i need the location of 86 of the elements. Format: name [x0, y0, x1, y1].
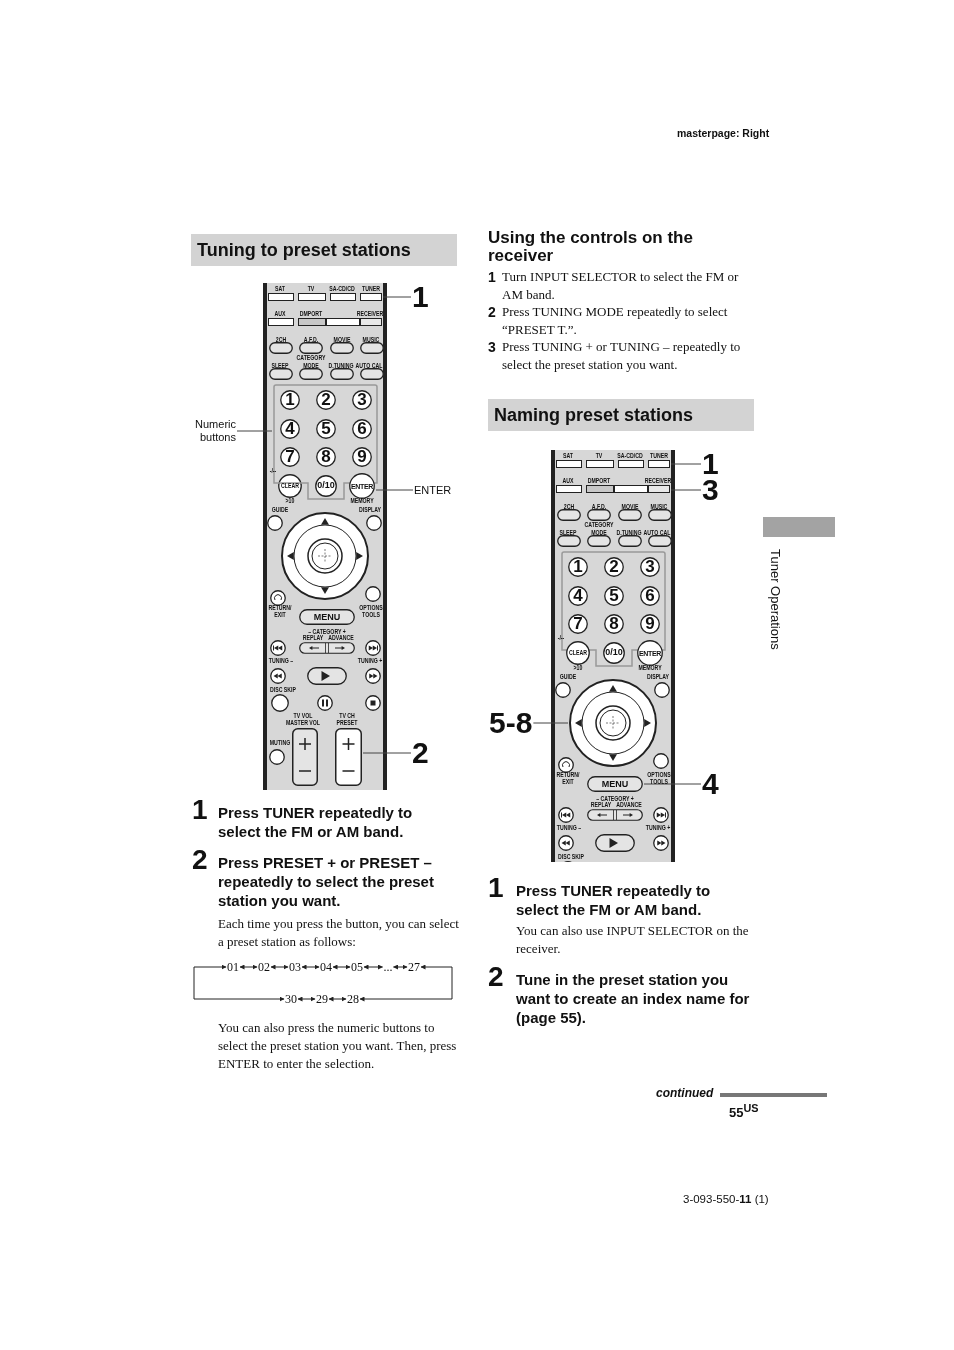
callout-label: ENTER: [414, 483, 452, 497]
step-number: 2: [488, 963, 504, 991]
instruction-text: Press TUNING MODE repeatedly to select “PRESET T.”.: [502, 303, 729, 339]
preset-number: 02: [258, 961, 270, 973]
body-text: You can also use INPUT SELECTOR on the receiver.: [516, 922, 750, 958]
double-arrow: [393, 964, 408, 970]
button-label: 5: [609, 587, 619, 605]
callout-number: 5-8: [489, 708, 533, 738]
instruction-text: Tune in the preset station you want to create an index name for (page 55).: [516, 970, 751, 1027]
button-label: 7: [573, 615, 583, 633]
tuner-button: [648, 460, 670, 468]
instruction-text: Press TUNER repeatedly to select the FM or AM band.: [218, 803, 414, 841]
page-number: 55$^{US}$: [729, 1102, 759, 1121]
leader-line: [362, 752, 412, 754]
button-label: 7: [285, 448, 295, 466]
tuner-button: [360, 293, 382, 301]
tab-label: Tuner Operations: [769, 549, 782, 650]
preset-number: 05: [351, 961, 363, 973]
callout-label: Numeric buttons: [186, 418, 236, 444]
button-label: 8: [321, 448, 331, 466]
leader-line: [375, 489, 414, 491]
step-number: 1: [488, 874, 504, 902]
double-arrow: [193, 964, 285, 1002]
button-label: 1: [573, 558, 583, 576]
leader-line: [382, 296, 412, 298]
document-code: 3-093-550-11 (1): [683, 1193, 769, 1205]
button-label: 2: [609, 558, 619, 576]
body-text: You can also press the numeric buttons to select the preset station you want. Then, press ENTER to enter the selection.: [218, 1019, 458, 1073]
header-note: masterpage: Right: [677, 127, 770, 139]
body-text: Each time you press the button, you can select a preset station as follows:: [218, 915, 460, 951]
preset-rocker: [335, 728, 362, 786]
step-number: 3: [488, 338, 496, 356]
section-heading: Naming preset stations: [488, 399, 754, 431]
button-label: 3: [645, 558, 655, 576]
step-number: 2: [192, 846, 208, 874]
callout-number: 2: [412, 738, 429, 768]
button-label: 9: [645, 615, 655, 633]
preset-number: 30: [285, 993, 297, 1005]
section-heading: Using the controls on the receiver: [488, 229, 694, 265]
double-arrow: [359, 964, 453, 1002]
menu-button: MENU: [587, 776, 643, 792]
step-number: 1: [488, 268, 496, 286]
double-arrow: [301, 964, 320, 970]
instruction-text: Turn INPUT SELECTOR to select the FM or AM band.: [502, 268, 740, 304]
instruction-text: Press TUNER repeatedly to select the FM or AM band.: [516, 881, 712, 919]
button-label: 6: [357, 420, 367, 438]
receiver-button: [648, 485, 670, 493]
leader-line: [670, 463, 702, 465]
preset-number: 28: [347, 993, 359, 1005]
button-label: 5: [321, 420, 331, 438]
double-arrow: [239, 964, 258, 970]
button-label: 3: [357, 391, 367, 409]
callout-number: 1: [412, 282, 429, 312]
button-label: 2: [321, 391, 331, 409]
double-arrow: [297, 996, 316, 1002]
button-label: 4: [285, 420, 295, 438]
continued-note: continued: [656, 1086, 714, 1100]
preset-number: 27: [408, 961, 420, 973]
menu-button: MENU: [299, 609, 355, 625]
button-label: 6: [645, 587, 655, 605]
section-heading: Tuning to preset stations: [191, 234, 457, 266]
callout-number: 4: [702, 769, 719, 799]
button-label: 0/10: [317, 481, 335, 491]
button-label: 4: [573, 587, 583, 605]
leader-line: [670, 489, 702, 491]
preset-number: 03: [289, 961, 301, 973]
double-arrow: [363, 964, 383, 970]
button-label: 1: [285, 391, 295, 409]
step-number: 1: [192, 796, 208, 824]
preset-number: 29: [316, 993, 328, 1005]
double-arrow: [328, 996, 347, 1002]
instruction-text: Press PRESET + or PRESET – repeatedly to select the preset station you want.: [218, 853, 435, 910]
double-arrow: [332, 964, 351, 970]
preset-number: 01: [227, 961, 239, 973]
step-number: 2: [488, 303, 496, 321]
double-arrow: [270, 964, 289, 970]
button-label: 0/10: [605, 648, 623, 658]
instruction-text: Press TUNING + or TUNING – repeatedly to select the preset station you want.: [502, 338, 742, 374]
navigation-ring: [569, 679, 657, 767]
button-label: 9: [357, 448, 367, 466]
leader-line: [643, 783, 702, 785]
preset-number: ...: [383, 961, 393, 973]
leader-line: [532, 722, 569, 724]
leader-line: [236, 430, 273, 432]
preset-number: 04: [320, 961, 332, 973]
button-label: 8: [609, 615, 619, 633]
